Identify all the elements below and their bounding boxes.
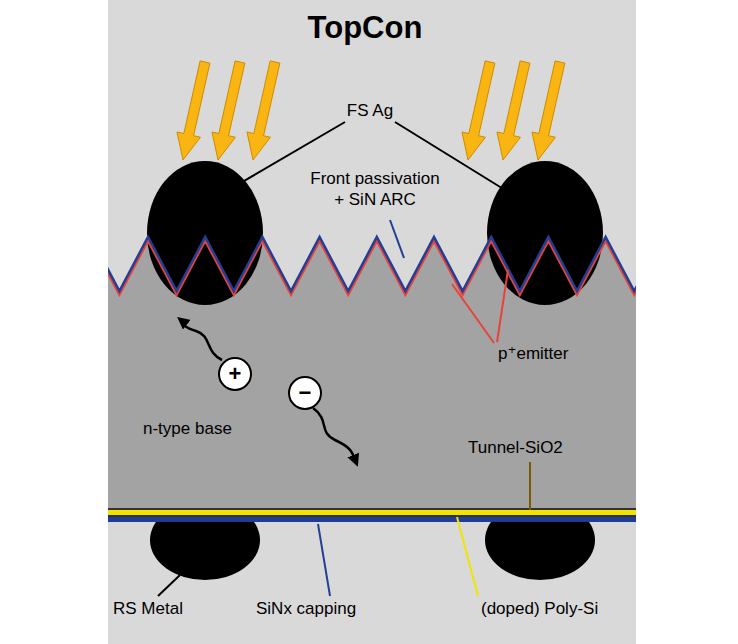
electron-path-arrow (313, 408, 356, 462)
leader-line (529, 462, 531, 510)
part-label: p⁺emitter (498, 343, 568, 364)
sunlight-arrow (212, 61, 245, 160)
tunnel-oxide-edge (108, 508, 636, 510)
sunlight-arrow (497, 61, 530, 160)
sunlight-arrow (532, 61, 565, 160)
charge-sign: − (299, 382, 312, 404)
leader-line (390, 220, 404, 258)
hole-path-arrow (181, 320, 222, 360)
sunlight-arrow (177, 61, 210, 160)
poly-si-layer (108, 510, 636, 515)
leader-line (497, 270, 508, 342)
arc-line (108, 237, 636, 291)
leader-line (158, 575, 180, 596)
part-label: FS Ag (347, 100, 393, 121)
part-label: SiNx capping (256, 598, 356, 619)
sinx-capping-layer (108, 517, 636, 522)
layer-edge (108, 515, 636, 517)
sunlight-arrows (177, 61, 565, 160)
leader-line (457, 517, 478, 596)
charge-carrier-circle: − (288, 376, 322, 410)
leader-line (452, 284, 494, 343)
sunlight-arrow (462, 61, 495, 160)
part-label: Tunnel-SiO2 (468, 437, 563, 458)
part-label: Front passivation + SiN ARC (306, 168, 444, 211)
part-label: n-type base (143, 418, 232, 439)
leader-line (318, 524, 330, 596)
title: TopCon (308, 10, 423, 46)
front-contact (487, 161, 603, 305)
part-label: (doped) Poly-Si (481, 598, 598, 619)
front-contact (147, 161, 263, 305)
sunlight-arrow (247, 61, 280, 160)
charge-carrier-circle: + (218, 357, 252, 391)
charge-sign: + (229, 363, 242, 385)
part-label: RS Metal (113, 598, 183, 619)
